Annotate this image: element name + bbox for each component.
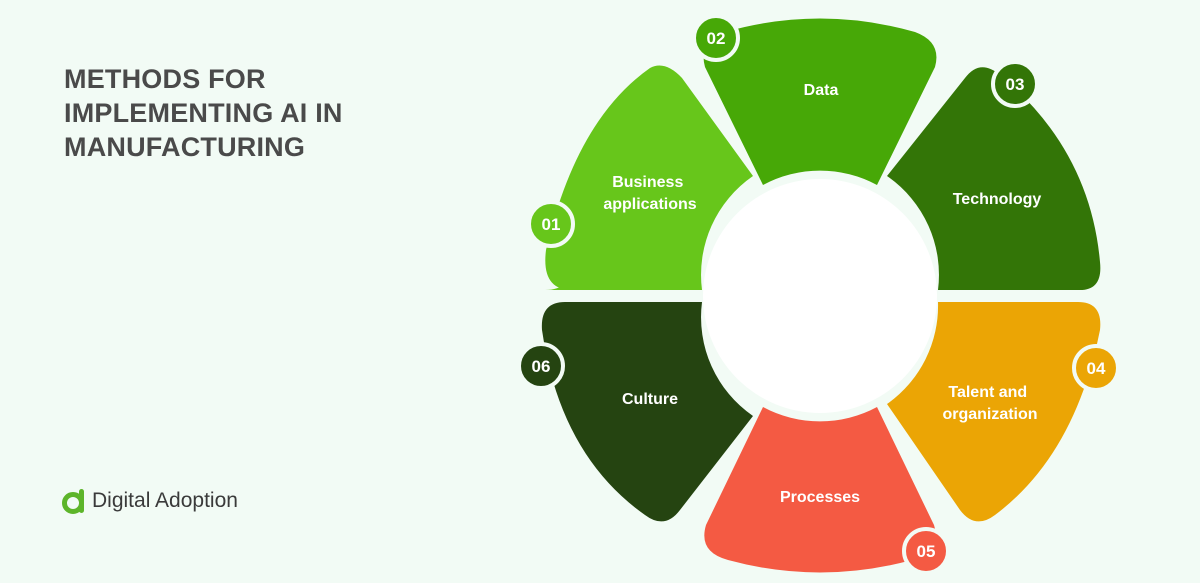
badge-02-number: 02 xyxy=(707,29,726,48)
segment-data: Data 02 xyxy=(692,14,937,185)
segment-technology: Technology 03 xyxy=(887,60,1101,291)
badge-01-number: 01 xyxy=(542,215,561,234)
badge-04-circle xyxy=(1072,344,1120,392)
badge-05-circle xyxy=(902,527,950,575)
brand-name: Digital Adoption xyxy=(92,489,238,512)
segment-05-label: Processes xyxy=(780,489,860,506)
segment-01-label-line-1: Business xyxy=(612,174,683,191)
title-line-3: MANUFACTURING xyxy=(64,132,306,162)
segment-talent-and-organization: Talent and organization 04 xyxy=(887,302,1120,522)
badge-06-number: 06 xyxy=(532,357,551,376)
center-circle xyxy=(703,179,937,413)
segment-business-applications: Business applications 01 xyxy=(527,65,753,291)
segment-06-shape xyxy=(541,302,753,522)
segment-06-label: Culture xyxy=(622,391,678,408)
segment-processes: Processes 05 xyxy=(704,407,950,575)
svg-text:Talent and organization: Talent and organization xyxy=(942,384,1037,423)
brand-logo: Digital Adoption xyxy=(62,486,238,516)
segment-04-label-line-2: organization xyxy=(942,406,1037,423)
segment-04-label-line-1: Talent and xyxy=(948,384,1027,401)
segment-culture: Culture 06 xyxy=(517,302,753,522)
badge-03-circle xyxy=(991,60,1039,108)
segment-04-shape xyxy=(887,302,1101,522)
badge-06-circle xyxy=(517,342,565,390)
segment-03-shape xyxy=(887,67,1101,291)
page-title: METHODS FOR IMPLEMENTING AI IN MANUFACTU… xyxy=(64,62,424,164)
segment-02-label: Data xyxy=(804,82,839,99)
badge-01-circle xyxy=(527,200,575,248)
segment-03-label: Technology xyxy=(953,191,1042,208)
digital-adoption-logo-icon xyxy=(62,489,84,514)
badge-04-number: 04 xyxy=(1087,359,1106,378)
segment-01-shape xyxy=(545,65,753,291)
segment-05-shape xyxy=(704,407,936,573)
badge-05-number: 05 xyxy=(917,542,936,561)
segment-01-label-line-2: applications xyxy=(603,196,696,213)
segment-02-shape xyxy=(703,18,937,185)
svg-text:Business applications: Business applications xyxy=(603,174,696,213)
badge-02-circle xyxy=(692,14,740,62)
title-line-1: METHODS FOR xyxy=(64,64,266,94)
badge-03-number: 03 xyxy=(1006,75,1025,94)
title-line-2: IMPLEMENTING AI IN xyxy=(64,98,343,128)
